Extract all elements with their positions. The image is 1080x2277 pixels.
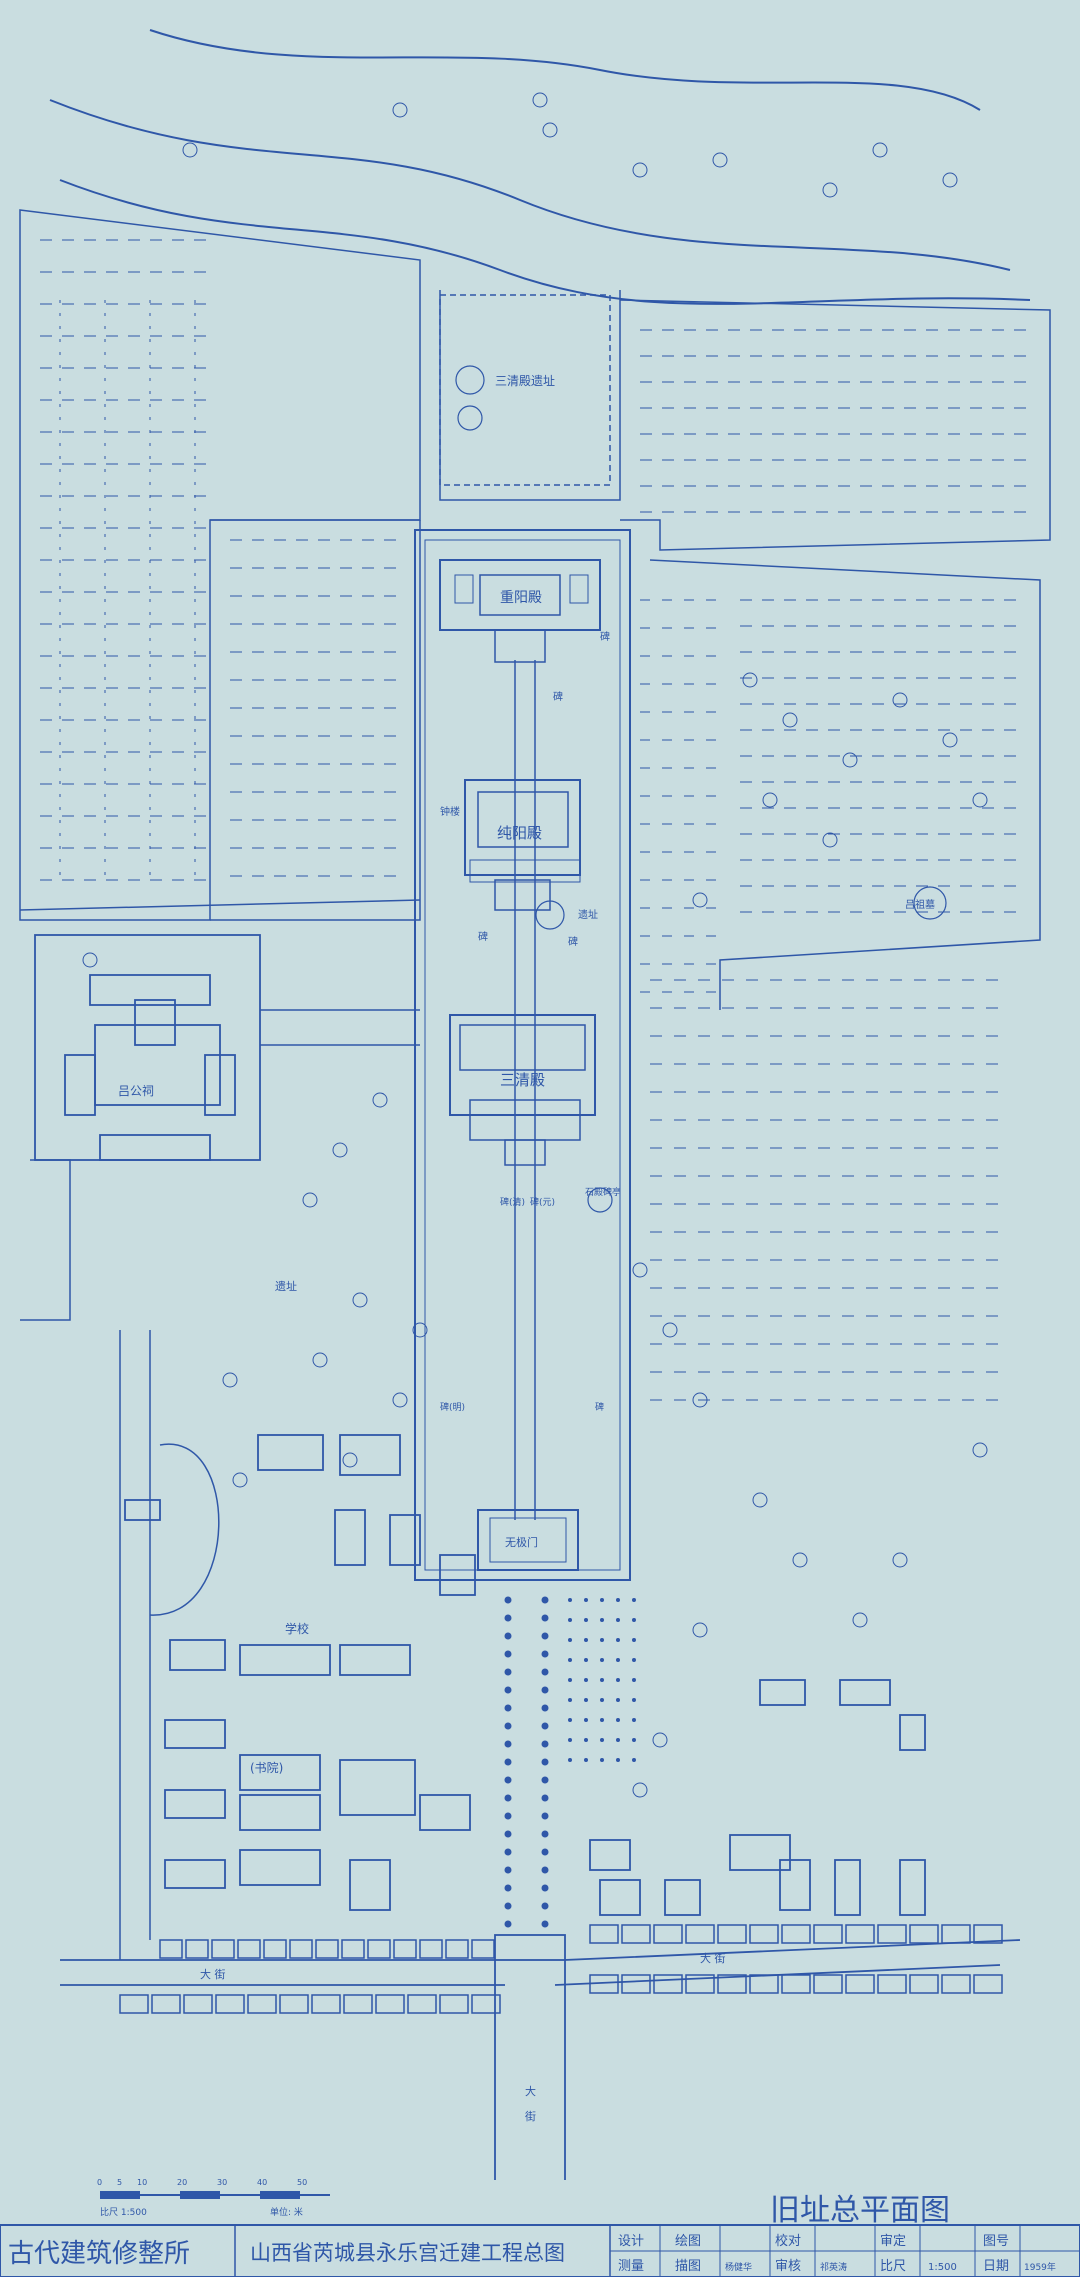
tb-number-label: 图号 bbox=[983, 2234, 1009, 2249]
right-buildings bbox=[589, 1679, 926, 1916]
tb-date-value: 1959年 bbox=[1024, 2261, 1056, 2273]
wuji-gate: 无极门 bbox=[477, 1509, 579, 1571]
field-rows-right bbox=[640, 329, 1026, 1401]
lvzu-tomb: 吕祖墓 bbox=[905, 886, 947, 920]
label-sanqing-ruins: 三清殿遗址 bbox=[495, 374, 555, 388]
tb-draw: 绘图 bbox=[675, 2234, 701, 2249]
sanqing-ruins-site: 三清殿遗址 bbox=[439, 294, 611, 486]
label-stele-4: 碑 bbox=[568, 935, 578, 948]
label-ruin: 遗址 bbox=[578, 908, 598, 921]
chongyang-hall: 重阳殿 bbox=[439, 559, 601, 663]
label-academy: (书院) bbox=[250, 1761, 283, 1775]
central-axis bbox=[514, 660, 536, 1520]
tb-reviewer-name: 祁英涛 bbox=[820, 2261, 847, 2273]
label-ruin-2: 遗址 bbox=[275, 1279, 297, 1293]
scale-tick-label: 40 bbox=[257, 2178, 267, 2187]
label-sanqing: 三清殿 bbox=[500, 1071, 545, 1089]
title-block: 古代建筑修整所 山西省芮城县永乐宫迁建工程总图 设计 测量 绘图 描图 杨健华 … bbox=[0, 2224, 1080, 2277]
field-rows-left bbox=[40, 239, 396, 881]
label-wuji-gate: 无极门 bbox=[505, 1535, 538, 1549]
tb-check: 校对 bbox=[775, 2233, 801, 2249]
left-paths bbox=[19, 899, 421, 1960]
scale-tick-label: 5 bbox=[117, 2178, 122, 2187]
sanqing-hall: 三清殿 bbox=[449, 1014, 596, 1166]
unit-text: 单位: 米 bbox=[270, 2206, 303, 2218]
tb-tracer-name: 杨健华 bbox=[725, 2261, 752, 2273]
scale-tick-label: 30 bbox=[217, 2178, 227, 2187]
label-stele-1: 碑 bbox=[600, 630, 610, 643]
label-street-v1: 大 bbox=[525, 2084, 536, 2098]
label-chongyang: 重阳殿 bbox=[500, 590, 542, 606]
label-street-left: 大 街 bbox=[200, 1967, 226, 1981]
tb-scale-value: 1:500 bbox=[928, 2262, 957, 2273]
school-buildings bbox=[124, 1434, 476, 1911]
compound-annotations: 碑 碑 钟楼 遗址 碑 碑 碑(清) 碑(元) 石殿碑亭 碑(明) 碑 bbox=[440, 630, 621, 1413]
scale-tick-label: 20 bbox=[177, 2178, 187, 2187]
scale-bar: 0 5 10 20 30 40 50 比尺 1:500 单位: 米 bbox=[97, 2178, 330, 2218]
institution-name: 古代建筑修整所 bbox=[8, 2239, 190, 2269]
label-stele-5: 碑 bbox=[595, 1401, 604, 1413]
label-lvgong-ci: 吕公祠 bbox=[118, 1084, 154, 1098]
label-chunyang: 纯阳殿 bbox=[497, 824, 542, 842]
tb-review: 审核 bbox=[775, 2259, 801, 2274]
scale-tick-label: 50 bbox=[297, 2178, 307, 2187]
project-name: 山西省芮城县永乐宫迁建工程总图 bbox=[250, 2241, 565, 2265]
label-school: 学校 bbox=[285, 1621, 309, 1636]
chunyang-hall: 纯阳殿 bbox=[464, 779, 581, 911]
river bbox=[49, 29, 1031, 305]
tb-scale-label: 比尺 bbox=[880, 2259, 906, 2274]
tb-design: 设计 bbox=[618, 2234, 644, 2249]
label-stele-c: 碑(明) bbox=[440, 1401, 465, 1413]
tb-approve: 审定 bbox=[880, 2234, 906, 2249]
left-fields bbox=[19, 209, 421, 921]
scale-tick-label: 10 bbox=[137, 2178, 147, 2187]
lvgong-shrine: 吕公祠 bbox=[34, 934, 261, 1161]
label-bell: 钟楼 bbox=[440, 805, 460, 818]
street-shops bbox=[119, 1924, 1003, 2014]
label-stele-a: 碑(清) bbox=[500, 1196, 525, 1208]
scale-tick-label: 0 bbox=[97, 2178, 102, 2187]
label-street-v2: 街 bbox=[525, 2109, 536, 2123]
scale-text: 比尺 1:500 bbox=[100, 2206, 147, 2218]
tb-trace: 描图 bbox=[675, 2259, 701, 2274]
trees bbox=[82, 92, 988, 1798]
label-stele-b: 碑(元) bbox=[530, 1196, 555, 1208]
tb-date-label: 日期 bbox=[983, 2259, 1009, 2274]
tree-avenue bbox=[504, 1596, 636, 1928]
label-lvzu-tomb: 吕祖墓 bbox=[905, 898, 935, 911]
plan-title: 旧址总平面图 bbox=[770, 2193, 950, 2228]
label-street-right: 大 街 bbox=[700, 1951, 726, 1965]
label-stele-3: 碑 bbox=[478, 930, 488, 943]
tb-survey: 测量 bbox=[618, 2259, 644, 2274]
label-stele-2: 碑 bbox=[553, 690, 563, 703]
